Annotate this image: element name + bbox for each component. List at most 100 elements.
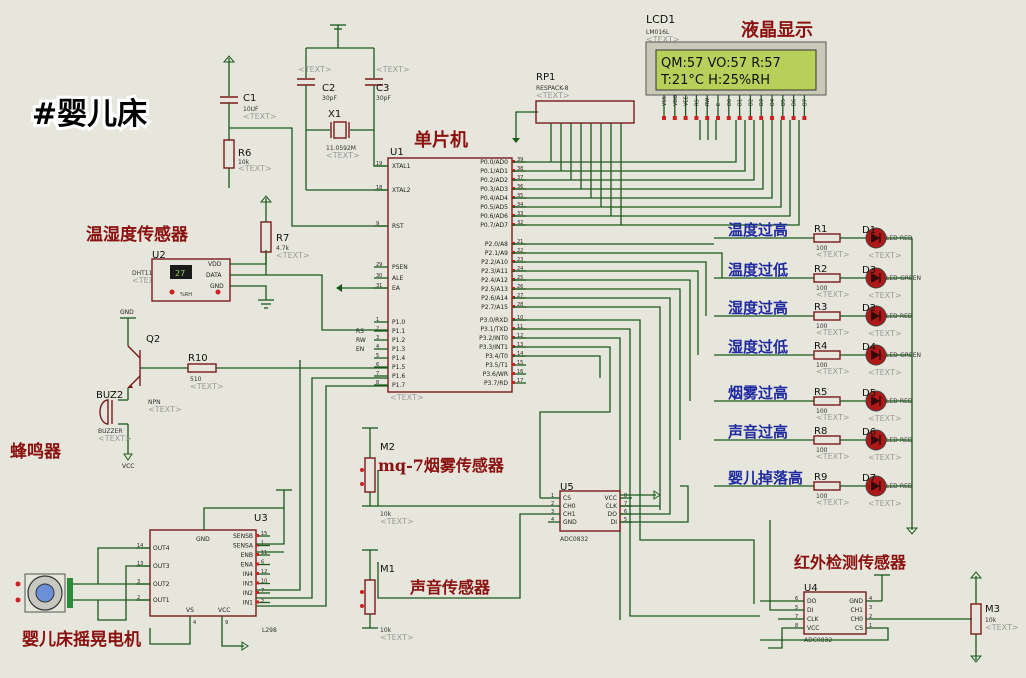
smoke-sensor-title: mq-7烟雾传感器 bbox=[378, 456, 505, 475]
u3-pin-number: 5 bbox=[261, 598, 264, 604]
u3-pin-number: 6 bbox=[261, 560, 264, 566]
alarm-resistor bbox=[813, 481, 841, 491]
lcd-line2: T:21°C H:25%RH bbox=[660, 73, 770, 88]
u5-body bbox=[559, 490, 621, 532]
lcd-pin-label: D0 bbox=[727, 99, 733, 106]
buzzer-title: 蜂鸣器 bbox=[10, 441, 62, 462]
mcu-pin-number: 1 bbox=[376, 317, 379, 323]
rp1-tag: <TEXT> bbox=[536, 91, 570, 100]
r10-tag: <TEXT> bbox=[190, 382, 224, 391]
u3-pin-name: ENA bbox=[241, 562, 254, 569]
mcu-pin-name: P3.6/WR bbox=[483, 371, 508, 378]
lcd-pin-label: RS bbox=[694, 99, 700, 106]
c3-ref: C3 bbox=[376, 83, 389, 94]
lcd-pin-label: D7 bbox=[802, 99, 808, 106]
mcu-pin-number: 2 bbox=[376, 326, 379, 332]
alarm-led-tag: <TEXT> bbox=[868, 291, 902, 300]
u3-pin-number: 7 bbox=[261, 588, 264, 594]
alarm-led-tag: <TEXT> bbox=[868, 453, 902, 462]
u5-pin-number: 2 bbox=[551, 501, 554, 507]
mcu-tag: <TEXT> bbox=[390, 393, 424, 402]
u3-pin-number: 3 bbox=[137, 579, 140, 585]
lcd-ref: LCD1 bbox=[646, 13, 675, 26]
u4-pin-name: CLK bbox=[807, 616, 820, 623]
mcu-pin-name: P0.7/AD7 bbox=[480, 222, 508, 229]
m3-body bbox=[970, 603, 982, 635]
motor-title: 婴儿床摇晃电机 bbox=[22, 629, 141, 650]
lcd-display: LCD1 LM016L <TEXT> QM:57 VO:57 R:57 T:21… bbox=[645, 13, 827, 120]
mcu-pin-name: P2.2/A10 bbox=[481, 259, 508, 266]
u5-ref: U5 bbox=[560, 482, 574, 493]
mcu-pin-name: P0.0/AD0 bbox=[480, 159, 508, 166]
u3-pin-name: IN3 bbox=[243, 581, 253, 588]
q2-tag: <TEXT> bbox=[148, 405, 182, 414]
mcu-pin-number: 33 bbox=[517, 211, 523, 217]
u5-pin-name: CH0 bbox=[563, 503, 576, 510]
mcu-net-label: RS bbox=[356, 328, 364, 335]
mcu-pin-name: P2.0/A8 bbox=[485, 241, 508, 248]
buz2-ref: BUZ2 bbox=[96, 390, 123, 401]
u2-model: DHT11 bbox=[132, 270, 153, 277]
u4-pin-name: DO bbox=[807, 598, 817, 605]
alarm-resistor-tag: <TEXT> bbox=[816, 367, 850, 376]
mcu-pin-number: 31 bbox=[376, 283, 382, 289]
u3-pin-number: 15 bbox=[261, 531, 267, 537]
mcu-pin-name: P2.6/A14 bbox=[481, 295, 508, 302]
alarm-led-ref: D4 bbox=[862, 342, 876, 353]
alarm-resistor-ref: R1 bbox=[814, 224, 827, 235]
mcu-pin-name: P1.7 bbox=[392, 382, 405, 389]
u3-pin-name: IN2 bbox=[243, 590, 253, 597]
u4-pin-number: 7 bbox=[795, 614, 798, 620]
u2-humid: %RH bbox=[180, 292, 192, 298]
alarm-led-tag: <TEXT> bbox=[868, 368, 902, 377]
u3-pin-name: VS bbox=[186, 607, 194, 614]
u4-pin-name: CS bbox=[855, 625, 863, 632]
mcu-pin-name: P0.4/AD4 bbox=[480, 195, 508, 202]
mcu-pin-name: P2.5/A13 bbox=[481, 286, 508, 293]
buzzer-body bbox=[99, 399, 109, 425]
u4-pin-number: 1 bbox=[869, 623, 872, 629]
u3-pin-name: ENB bbox=[241, 552, 253, 559]
lcd-title: 液晶显示 bbox=[741, 19, 813, 41]
u2-pin-vdd: VDD bbox=[208, 261, 222, 268]
mcu-pin-number: 13 bbox=[517, 342, 523, 348]
u3-pin-number: 10 bbox=[261, 579, 267, 585]
lcd-model: LM016L bbox=[646, 29, 670, 36]
c1-tag: <TEXT> bbox=[243, 112, 277, 121]
u4-pin-name: CH0 bbox=[850, 616, 863, 623]
u2-reading: 27 bbox=[175, 269, 185, 278]
u4-pin-name: CH1 bbox=[850, 607, 863, 614]
mcu-pin-name: RST bbox=[392, 223, 404, 230]
mcu-net-label: EN bbox=[356, 346, 364, 353]
mcu-pin-number: 21 bbox=[517, 239, 523, 245]
mcu-pin-number: 12 bbox=[517, 333, 523, 339]
mcu-pin-name: P1.0 bbox=[392, 319, 405, 326]
lcd-pin-label: D5 bbox=[781, 99, 787, 106]
lcd-line1: QM:57 VO:57 R:57 bbox=[661, 56, 781, 71]
lcd-pin-label: D3 bbox=[759, 99, 765, 106]
alarm-resistor bbox=[813, 233, 841, 243]
mcu-pin-number: 15 bbox=[517, 360, 523, 366]
u3-ref: U3 bbox=[254, 513, 268, 524]
u3-pin-name: OUT2 bbox=[153, 581, 170, 588]
u2-tag: <TEXT> bbox=[132, 276, 166, 285]
mcu-pin-number: 34 bbox=[517, 202, 523, 208]
alarm-resistor-tag: <TEXT> bbox=[816, 290, 850, 299]
alarm-resistor-value: 100 bbox=[816, 323, 828, 330]
alarm-label: 湿度过低 bbox=[728, 338, 788, 356]
r6-tag: <TEXT> bbox=[238, 164, 272, 173]
lcd-pin-label: E bbox=[716, 103, 722, 106]
infrared-sensor-title: 红外检测传感器 bbox=[794, 553, 907, 572]
alarm-label: 婴儿掉落高 bbox=[728, 469, 803, 487]
alarm-resistor-ref: R8 bbox=[814, 426, 827, 437]
mcu-ref: U1 bbox=[390, 147, 404, 158]
u3-pin-number: 9 bbox=[225, 620, 228, 626]
m3-ref: M3 bbox=[985, 604, 1000, 615]
m2-tag: <TEXT> bbox=[380, 517, 414, 526]
lcd-bus-wires bbox=[512, 120, 800, 226]
m1-body bbox=[364, 579, 376, 615]
gnd-label-top: GND bbox=[120, 309, 134, 316]
